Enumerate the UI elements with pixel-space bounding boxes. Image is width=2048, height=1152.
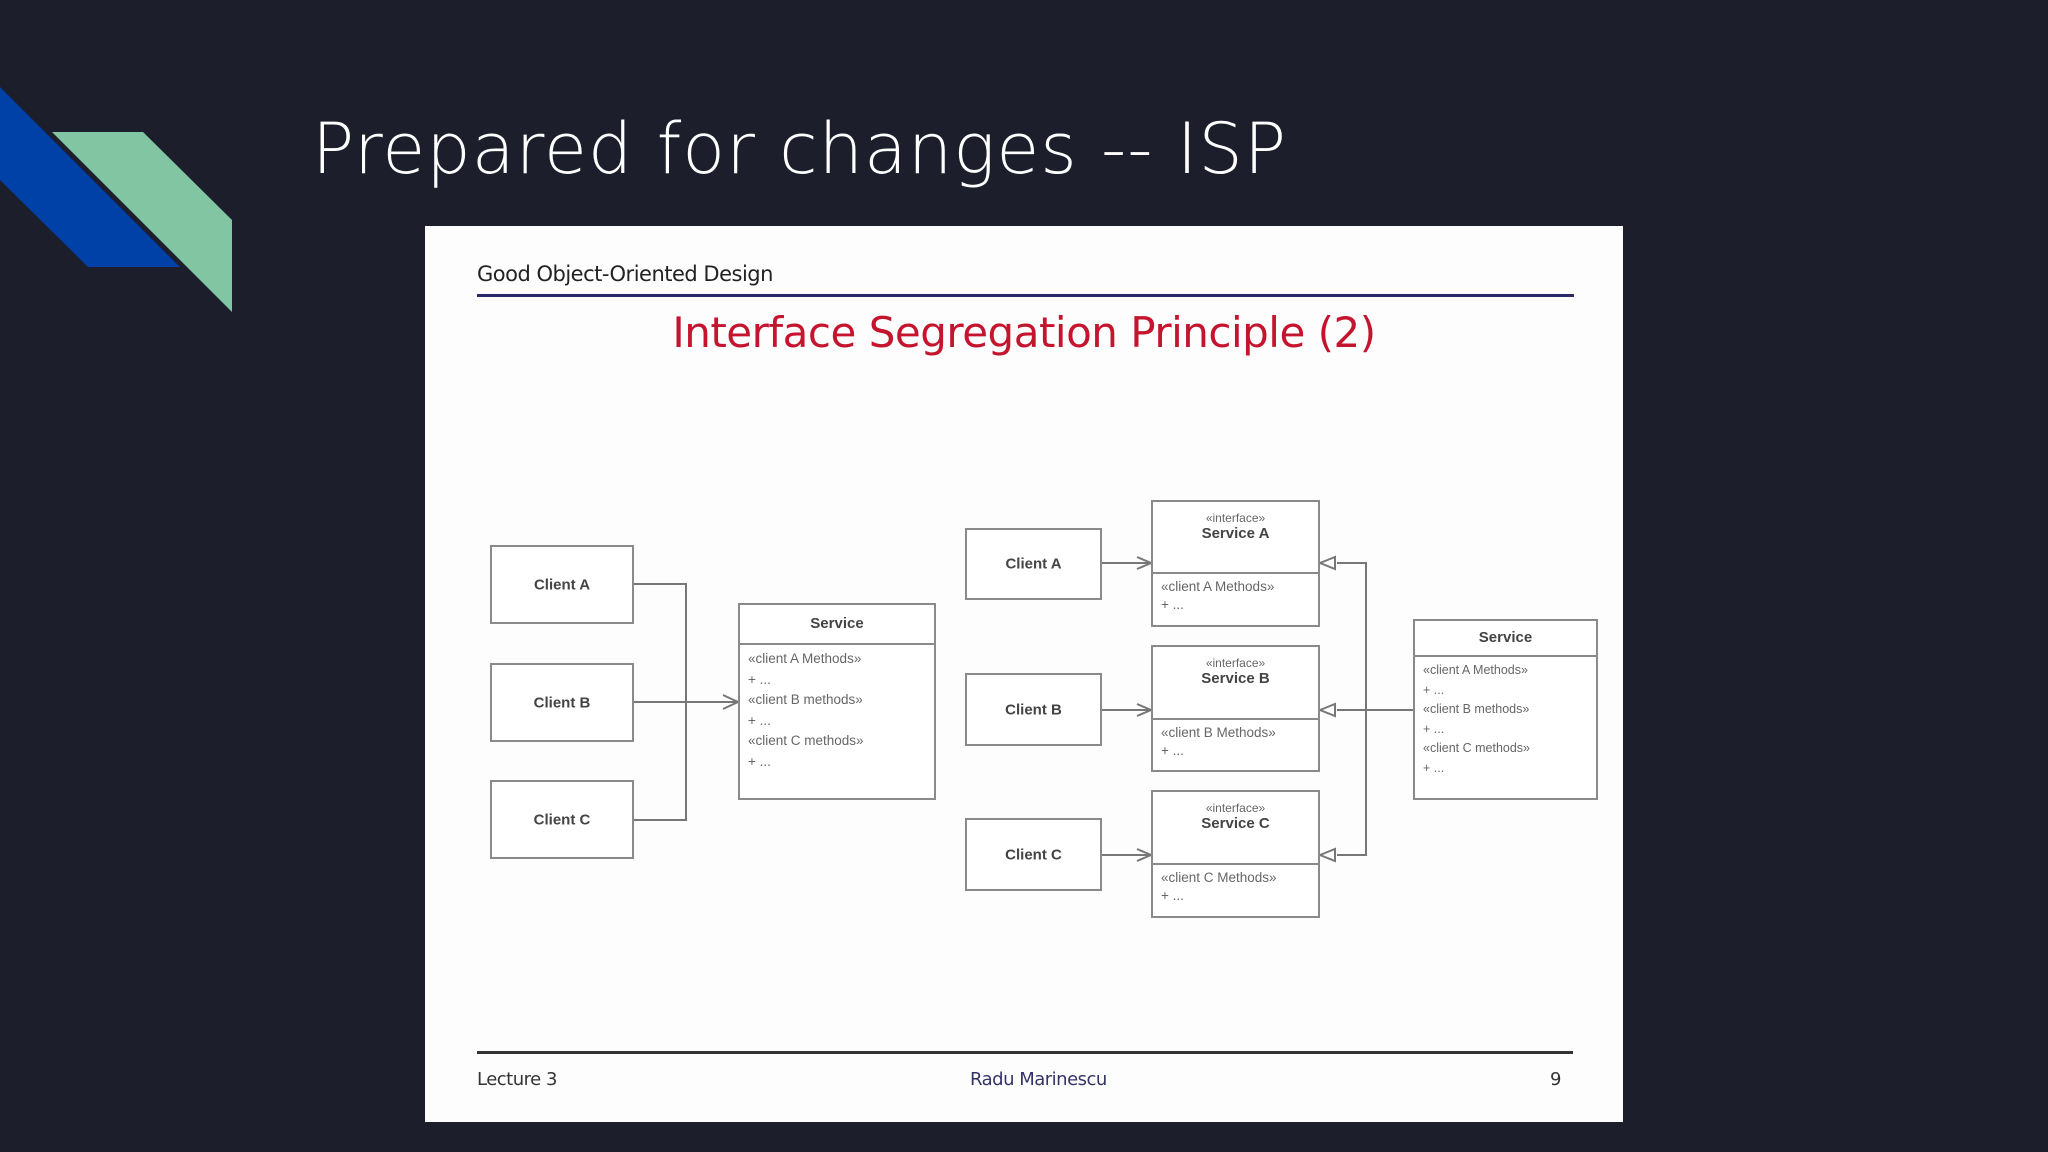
right-service-class: Service «client A Methods» + ... «client… [1413, 619, 1598, 800]
left-service-members: «client A Methods» + ... «client B metho… [748, 651, 864, 769]
corner-decoration [0, 87, 232, 312]
left-service-class: Service «client A Methods» + ... «client… [738, 603, 936, 800]
footer-page-number: 9 [1550, 1069, 1562, 1090]
slide-header: Good Object-Oriented Design [477, 262, 773, 286]
footer-rule [477, 1051, 1573, 1054]
left-client-c: Client C [490, 780, 634, 859]
footer-author: Radu Marinescu [970, 1069, 1107, 1090]
presentation-title: Prepared for changes -- ISP [312, 108, 1288, 190]
interface-service-c: «interface» Service C «client C Methods»… [1151, 790, 1320, 918]
interface-service-a: «interface» Service A «client A Methods»… [1151, 500, 1320, 627]
right-service-name: Service [1415, 621, 1596, 657]
green-stripe [52, 132, 232, 312]
blue-stripe [0, 87, 180, 267]
left-service-name: Service [740, 605, 934, 645]
left-client-a: Client A [490, 545, 634, 624]
interface-service-b: «interface» Service B «client B Methods»… [1151, 645, 1320, 772]
left-client-b: Client B [490, 663, 634, 742]
right-client-c: Client C [965, 818, 1102, 891]
slide-title: Interface Segregation Principle (2) [672, 308, 1376, 357]
footer-lecture: Lecture 3 [477, 1069, 557, 1090]
header-rule [477, 294, 1574, 297]
right-client-b: Client B [965, 673, 1102, 746]
embedded-slide-image: Good Object-Oriented Design Interface Se… [425, 226, 1623, 1122]
right-client-a: Client A [965, 528, 1102, 600]
